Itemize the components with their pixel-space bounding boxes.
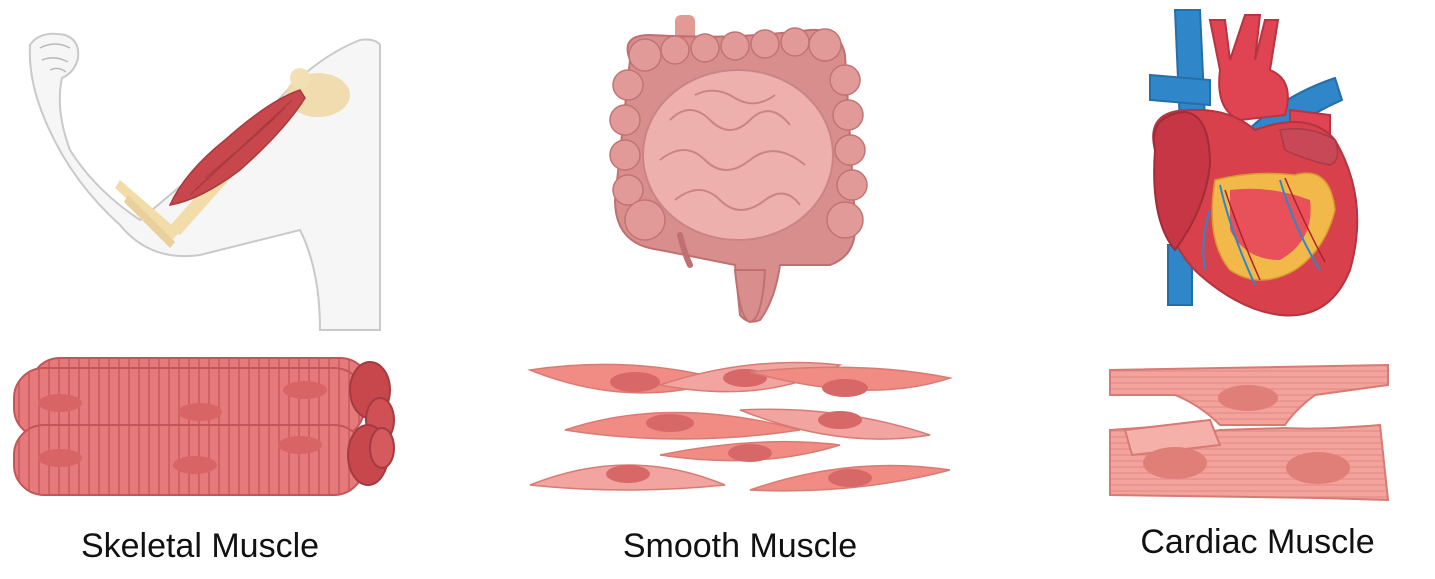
smooth-muscle-panel: Smooth Muscle <box>510 0 970 579</box>
flexed-arm-icon <box>28 32 381 331</box>
skeletal-muscle-label: Skeletal Muscle <box>80 527 320 565</box>
branched-cardiomyocytes-icon <box>1109 363 1390 502</box>
smooth-muscle-label: Smooth Muscle <box>622 527 858 565</box>
spindle-cells-icon <box>527 361 953 492</box>
skeletal-muscle-panel: Skeletal Muscle <box>0 0 420 579</box>
intestines-icon <box>609 15 868 324</box>
cardiac-muscle-label: Cardiac Muscle <box>1140 523 1375 561</box>
striated-fiber-bundle-icon <box>13 357 395 496</box>
heart-icon <box>1149 9 1359 317</box>
cardiac-muscle-panel: Cardiac Muscle <box>1080 0 1435 579</box>
